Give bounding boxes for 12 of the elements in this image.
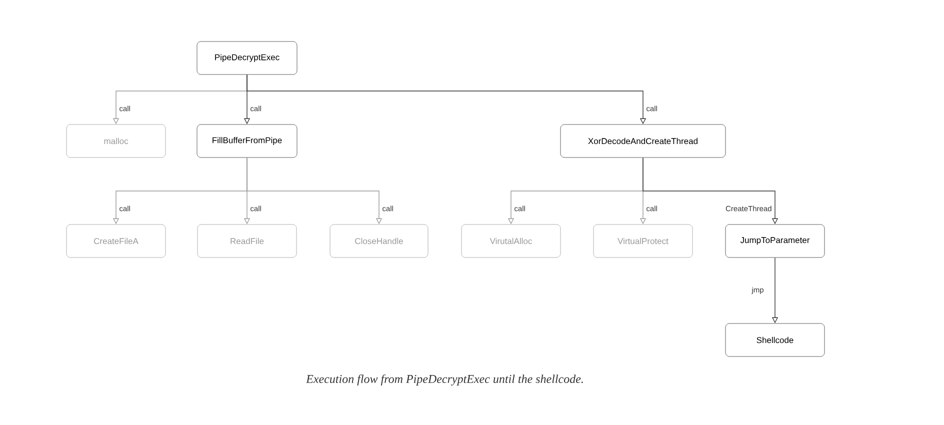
caption: Execution flow from PipeDecryptExec until the shellcode. <box>306 374 583 386</box>
function-box: VirtualProtect <box>593 224 693 258</box>
function-box: JumpToParameter <box>725 224 825 258</box>
function-box: CreateFileA <box>66 224 166 258</box>
function-box: XorDecodeAndCreateThread <box>560 124 726 158</box>
function-box: ReadFile <box>197 224 297 258</box>
function-box: CloseHandle <box>330 224 428 258</box>
function-box: FillBufferFromPipe <box>196 124 298 158</box>
function-box: malloc <box>66 124 166 158</box>
function-box: PipeDecryptExec <box>196 41 298 75</box>
function-box: Shellcode <box>725 323 825 357</box>
function-box: VirutalAlloc <box>461 224 561 258</box>
